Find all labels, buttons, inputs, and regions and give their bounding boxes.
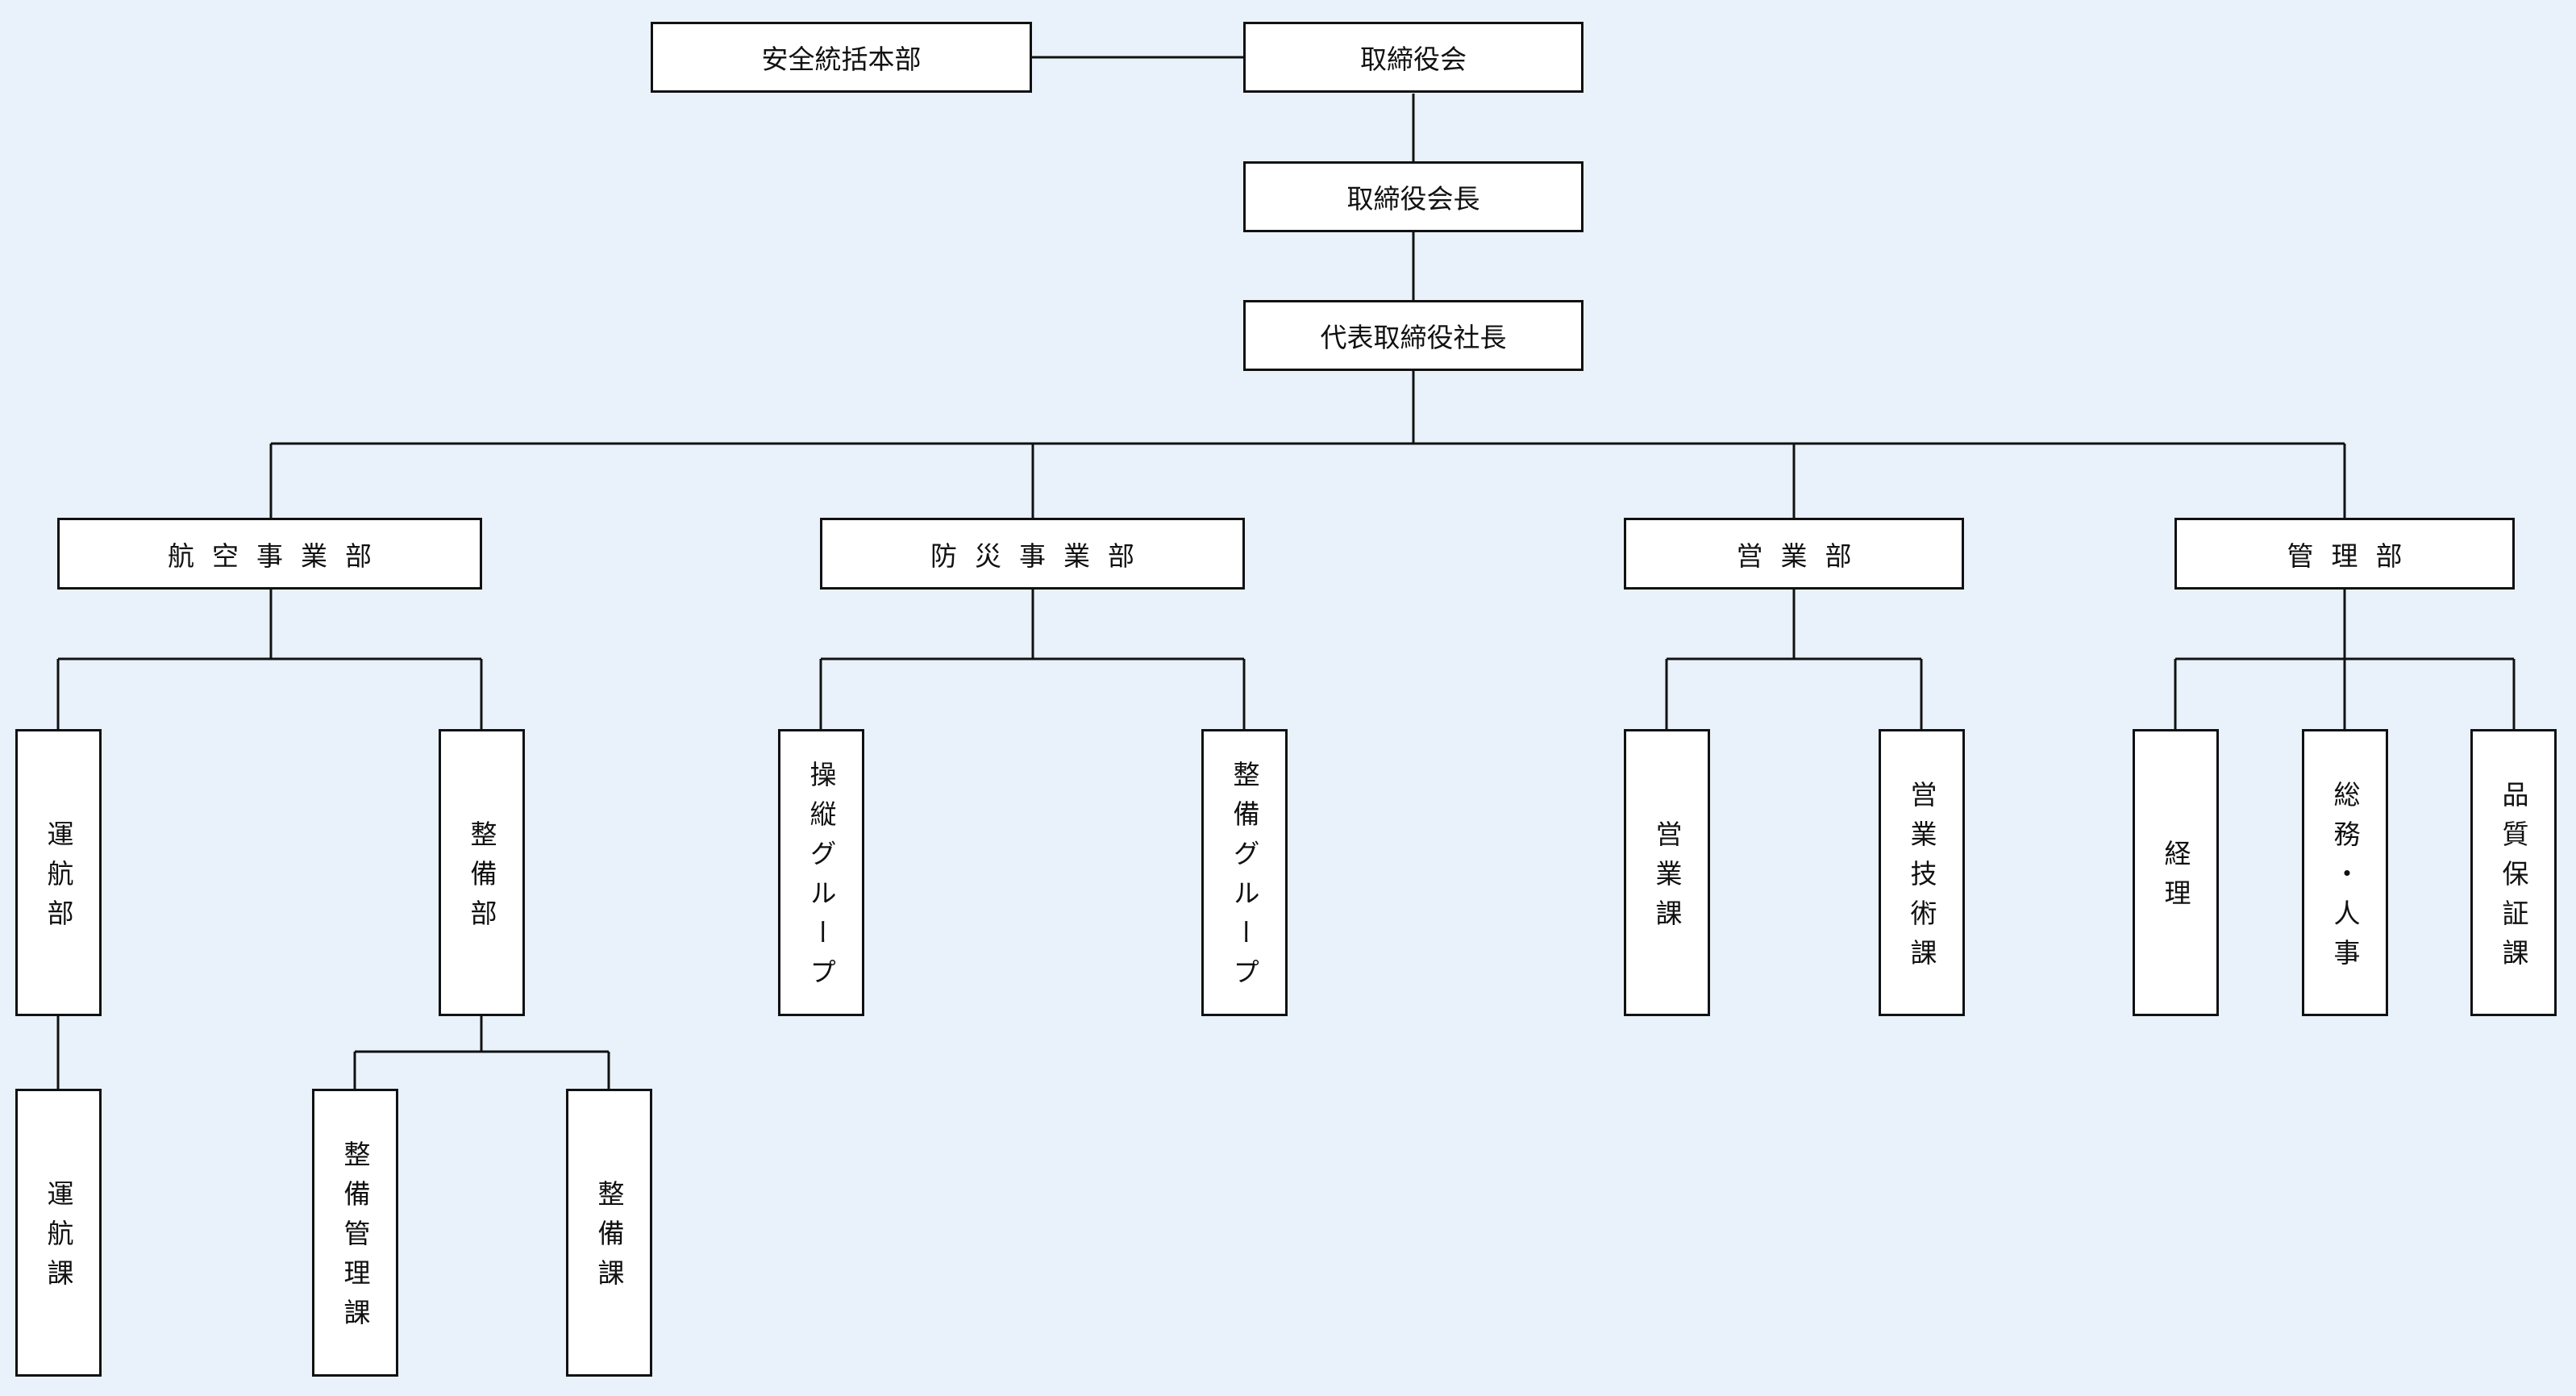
node-label: 営業部 xyxy=(1736,540,1870,572)
node-disaster-prevention-division: 防災事業部 xyxy=(820,518,1245,590)
node-label: 管理部 xyxy=(2287,540,2420,572)
connector-management-children xyxy=(2174,589,2516,730)
node-label: 操縦グループ xyxy=(805,761,837,998)
node-label: 運航課 xyxy=(43,1180,74,1298)
node-label: 総務・人事 xyxy=(2329,780,2361,978)
node-accounting: 経理 xyxy=(2133,729,2219,1016)
node-sales-section: 営業課 xyxy=(1624,729,1710,1016)
node-operations-department: 運航部 xyxy=(15,729,102,1016)
node-label: 運航部 xyxy=(43,819,74,939)
node-maintenance-group: 整備グループ xyxy=(1201,729,1288,1016)
node-label: 安全統括本部 xyxy=(761,44,922,75)
node-label: 整備部 xyxy=(466,819,497,939)
node-sales-technology-section: 営業技術課 xyxy=(1879,729,1965,1016)
node-piloting-group: 操縦グループ xyxy=(778,729,864,1016)
node-label: 営業課 xyxy=(1651,819,1683,939)
node-label: 品質保証課 xyxy=(2498,780,2529,978)
node-label: 整備課 xyxy=(593,1180,625,1298)
node-safety-headquarters: 安全統括本部 xyxy=(651,22,1032,93)
node-sales-department: 営業部 xyxy=(1624,518,1964,590)
connector-aviation-children xyxy=(56,589,483,730)
node-label: 航空事業部 xyxy=(168,540,389,572)
node-label: 防災事業部 xyxy=(930,540,1152,572)
node-management-department: 管理部 xyxy=(2174,518,2515,590)
connector-sales-children xyxy=(1665,589,1923,730)
node-label: 取締役会 xyxy=(1360,44,1467,75)
node-label: 代表取締役社長 xyxy=(1320,322,1507,353)
node-president: 代表取締役社長 xyxy=(1243,300,1583,371)
node-aviation-division: 航空事業部 xyxy=(57,518,482,590)
node-general-affairs-hr: 総務・人事 xyxy=(2302,729,2388,1016)
node-label: 取締役会長 xyxy=(1346,183,1480,215)
node-label: 営業技術課 xyxy=(1906,780,1937,978)
node-chairman: 取締役会長 xyxy=(1243,161,1583,232)
node-operations-section: 運航課 xyxy=(15,1089,102,1377)
node-quality-assurance-section: 品質保証課 xyxy=(2470,729,2557,1016)
connector-maintenance-children xyxy=(353,1015,610,1089)
connector-disaster-children xyxy=(819,589,1246,730)
node-maintenance-section: 整備課 xyxy=(566,1089,652,1377)
node-maintenance-department: 整備部 xyxy=(439,729,525,1016)
node-board-of-directors: 取締役会 xyxy=(1243,22,1583,93)
node-label: 整備管理課 xyxy=(339,1140,371,1338)
connector-president-divisions xyxy=(269,370,2346,518)
node-maintenance-management-section: 整備管理課 xyxy=(312,1089,398,1377)
node-label: 整備グループ xyxy=(1229,761,1260,998)
node-label: 経理 xyxy=(2160,840,2191,919)
